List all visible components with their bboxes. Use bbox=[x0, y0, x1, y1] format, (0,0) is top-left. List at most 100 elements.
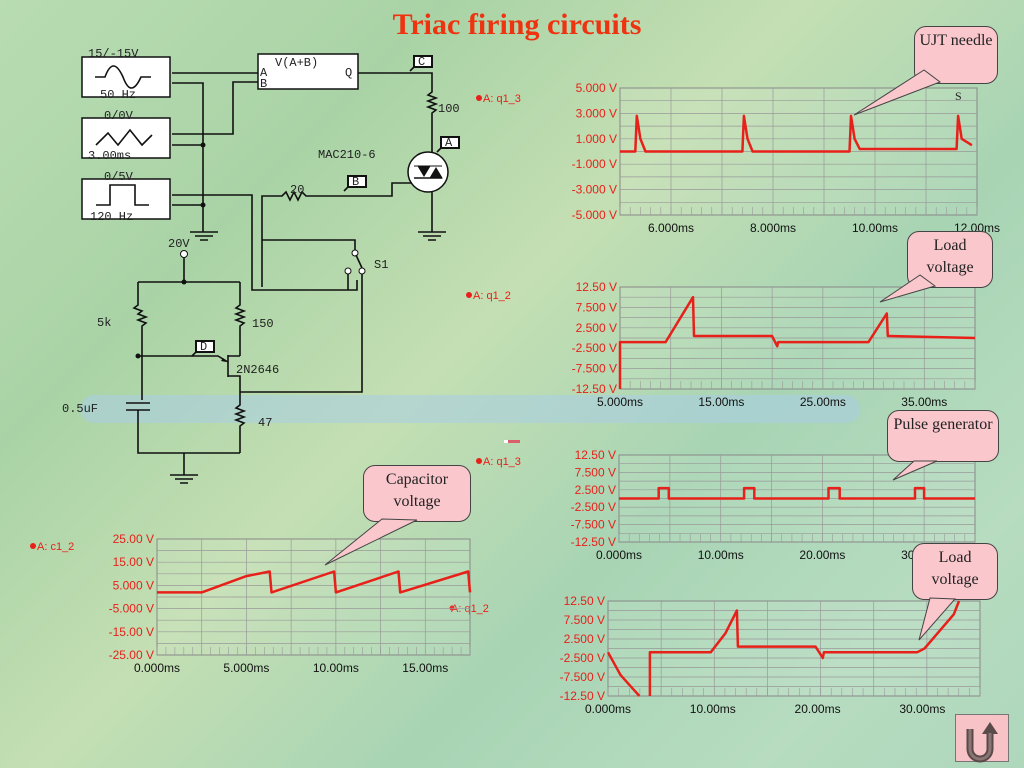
pulse-source-amplitude: 0/5V bbox=[104, 170, 134, 184]
x-tick-label: 25.00ms bbox=[800, 395, 846, 409]
y-tick-label: 12.50 V bbox=[564, 594, 605, 608]
background-band bbox=[80, 395, 860, 423]
probe-a[interactable]: A bbox=[436, 136, 460, 153]
stray-series-dot bbox=[449, 605, 455, 611]
trace-ujt bbox=[620, 114, 973, 153]
probe-c[interactable]: C bbox=[409, 55, 433, 72]
x-tick-label: 5.000ms bbox=[597, 395, 643, 409]
y-tick-label: 2.500 V bbox=[564, 632, 605, 646]
series-dot bbox=[30, 543, 36, 549]
trace-capacitor bbox=[157, 570, 472, 594]
voltage-adder[interactable]: V(A+B) A B Q bbox=[257, 53, 359, 91]
y-tick-label: -3.000 V bbox=[572, 183, 617, 197]
y-tick-label: -1.000 V bbox=[572, 157, 617, 171]
y-tick-label: 1.000 V bbox=[576, 132, 617, 146]
series-label: A: q1_2 bbox=[473, 290, 511, 302]
y-tick-label: 2.500 V bbox=[576, 321, 617, 335]
chart-capacitor: 25.00 V 15.00 V 5.000 V -5.000 V -15.00 V -25… bbox=[30, 532, 472, 675]
triangle-source-period: 3.00ms bbox=[88, 149, 131, 163]
series-label: A: q1_3 bbox=[483, 456, 521, 468]
y-tick-label: -7.500 V bbox=[572, 362, 617, 376]
y-tick-label: 2.500 V bbox=[575, 483, 616, 497]
probe-b[interactable]: B bbox=[343, 175, 367, 192]
series-dot bbox=[476, 458, 482, 464]
x-tick-label: 15.00ms bbox=[698, 395, 744, 409]
y-tick-label: -15.00 V bbox=[109, 625, 154, 639]
y-tick-label: 15.00 V bbox=[113, 555, 154, 569]
callout-capacitor-voltage: Capacitor voltage bbox=[363, 465, 471, 522]
x-tick-label: 0.000ms bbox=[596, 548, 642, 562]
triangle-source-amplitude: 0/0V bbox=[104, 109, 134, 123]
y-tick-label: 3.000 V bbox=[576, 106, 617, 120]
y-tick-label: -5.000 V bbox=[109, 602, 154, 616]
back-button[interactable] bbox=[955, 714, 1009, 763]
chart-annotation: S bbox=[955, 89, 962, 103]
sine-source[interactable]: 15/-15V 50 Hz bbox=[81, 47, 171, 102]
ujt-transistor[interactable] bbox=[138, 355, 241, 400]
page-title: Triac firing circuits bbox=[392, 8, 642, 41]
probe-d[interactable]: D bbox=[191, 340, 215, 357]
y-tick-label: 5.000 V bbox=[576, 81, 617, 95]
capacitor-label: 0.5uF bbox=[62, 402, 98, 416]
probe-c-label: C bbox=[418, 55, 425, 69]
x-tick-label: 10.00ms bbox=[852, 221, 898, 235]
chart-load1: 12.50 V7.500 V2.500 V-2.500 V-7.500 V-12… bbox=[466, 280, 976, 409]
y-tick-label: 12.50 V bbox=[576, 280, 617, 294]
x-tick-label: 10.00ms bbox=[698, 548, 744, 562]
y-tick-label: -12.50 V bbox=[572, 382, 617, 396]
y-tick-label: -25.00 V bbox=[109, 648, 154, 662]
u-turn-arrow-icon bbox=[966, 722, 998, 763]
y-tick-label: 7.500 V bbox=[575, 465, 616, 479]
adder-input-a: A bbox=[260, 66, 268, 80]
y-tick-label: -7.500 V bbox=[571, 518, 616, 532]
y-tick-label: -12.50 V bbox=[560, 689, 605, 703]
load-resistor-label: 100 bbox=[438, 102, 460, 116]
x-tick-label: 15.00ms bbox=[402, 661, 448, 675]
probe-d-label: D bbox=[200, 340, 207, 354]
y-tick-label: 7.500 V bbox=[564, 613, 605, 627]
sine-source-frequency: 50 Hz bbox=[100, 88, 136, 102]
y-tick-label: -2.500 V bbox=[571, 500, 616, 514]
y-tick-label: 25.00 V bbox=[113, 532, 154, 546]
y-tick-label: 5.000 V bbox=[113, 578, 154, 592]
triangle-source[interactable]: 0/0V 3.00ms bbox=[81, 109, 171, 163]
supply-label: 20V bbox=[168, 237, 190, 251]
gate-resistor-label: 20 bbox=[290, 183, 304, 197]
y-tick-label: -7.500 V bbox=[560, 670, 605, 684]
x-tick-label: 30.00ms bbox=[899, 702, 945, 716]
trace-pulse bbox=[619, 486, 975, 500]
x-tick-label: 0.000ms bbox=[134, 661, 180, 675]
series-label: A: q1_3 bbox=[483, 93, 521, 105]
callout-pulse-generator: Pulse generator bbox=[887, 410, 999, 462]
legend-marker-line bbox=[508, 440, 520, 443]
x-tick-label: 10.00ms bbox=[313, 661, 359, 675]
r-150-label: 150 bbox=[252, 317, 274, 331]
probe-a-label: A bbox=[445, 136, 453, 150]
y-tick-label: -5.000 V bbox=[572, 208, 617, 222]
series-dot bbox=[476, 95, 482, 101]
x-tick-label: 20.00ms bbox=[799, 548, 845, 562]
sine-source-amplitude: 15/-15V bbox=[88, 47, 139, 61]
legend-marker bbox=[504, 440, 508, 443]
x-tick-label: 35.00ms bbox=[901, 395, 947, 409]
triac-label: MAC210-6 bbox=[318, 148, 376, 162]
y-tick-label: -12.50 V bbox=[571, 535, 616, 549]
r-47-label: 47 bbox=[258, 416, 272, 430]
x-tick-label: 10.00ms bbox=[690, 702, 736, 716]
series-dot bbox=[466, 292, 472, 298]
pulse-source-frequency: 120 Hz bbox=[90, 210, 133, 224]
ujt-label: 2N2646 bbox=[236, 363, 279, 377]
trace-load2 bbox=[606, 600, 961, 697]
adder-input-b: B bbox=[260, 77, 267, 91]
x-tick-label: 8.000ms bbox=[750, 221, 796, 235]
chart-load2: 12.50 V7.500 V2.500 V-2.500 V-7.500 V-12… bbox=[560, 594, 981, 716]
triac[interactable] bbox=[407, 151, 449, 193]
series-label: A: c1_2 bbox=[37, 541, 74, 553]
x-tick-label: 5.000ms bbox=[223, 661, 269, 675]
pulse-source[interactable]: 0/5V 120 Hz bbox=[81, 170, 171, 224]
y-tick-label: 12.50 V bbox=[575, 448, 616, 462]
y-tick-label: 7.500 V bbox=[576, 300, 617, 314]
trace-load1 bbox=[618, 295, 976, 389]
